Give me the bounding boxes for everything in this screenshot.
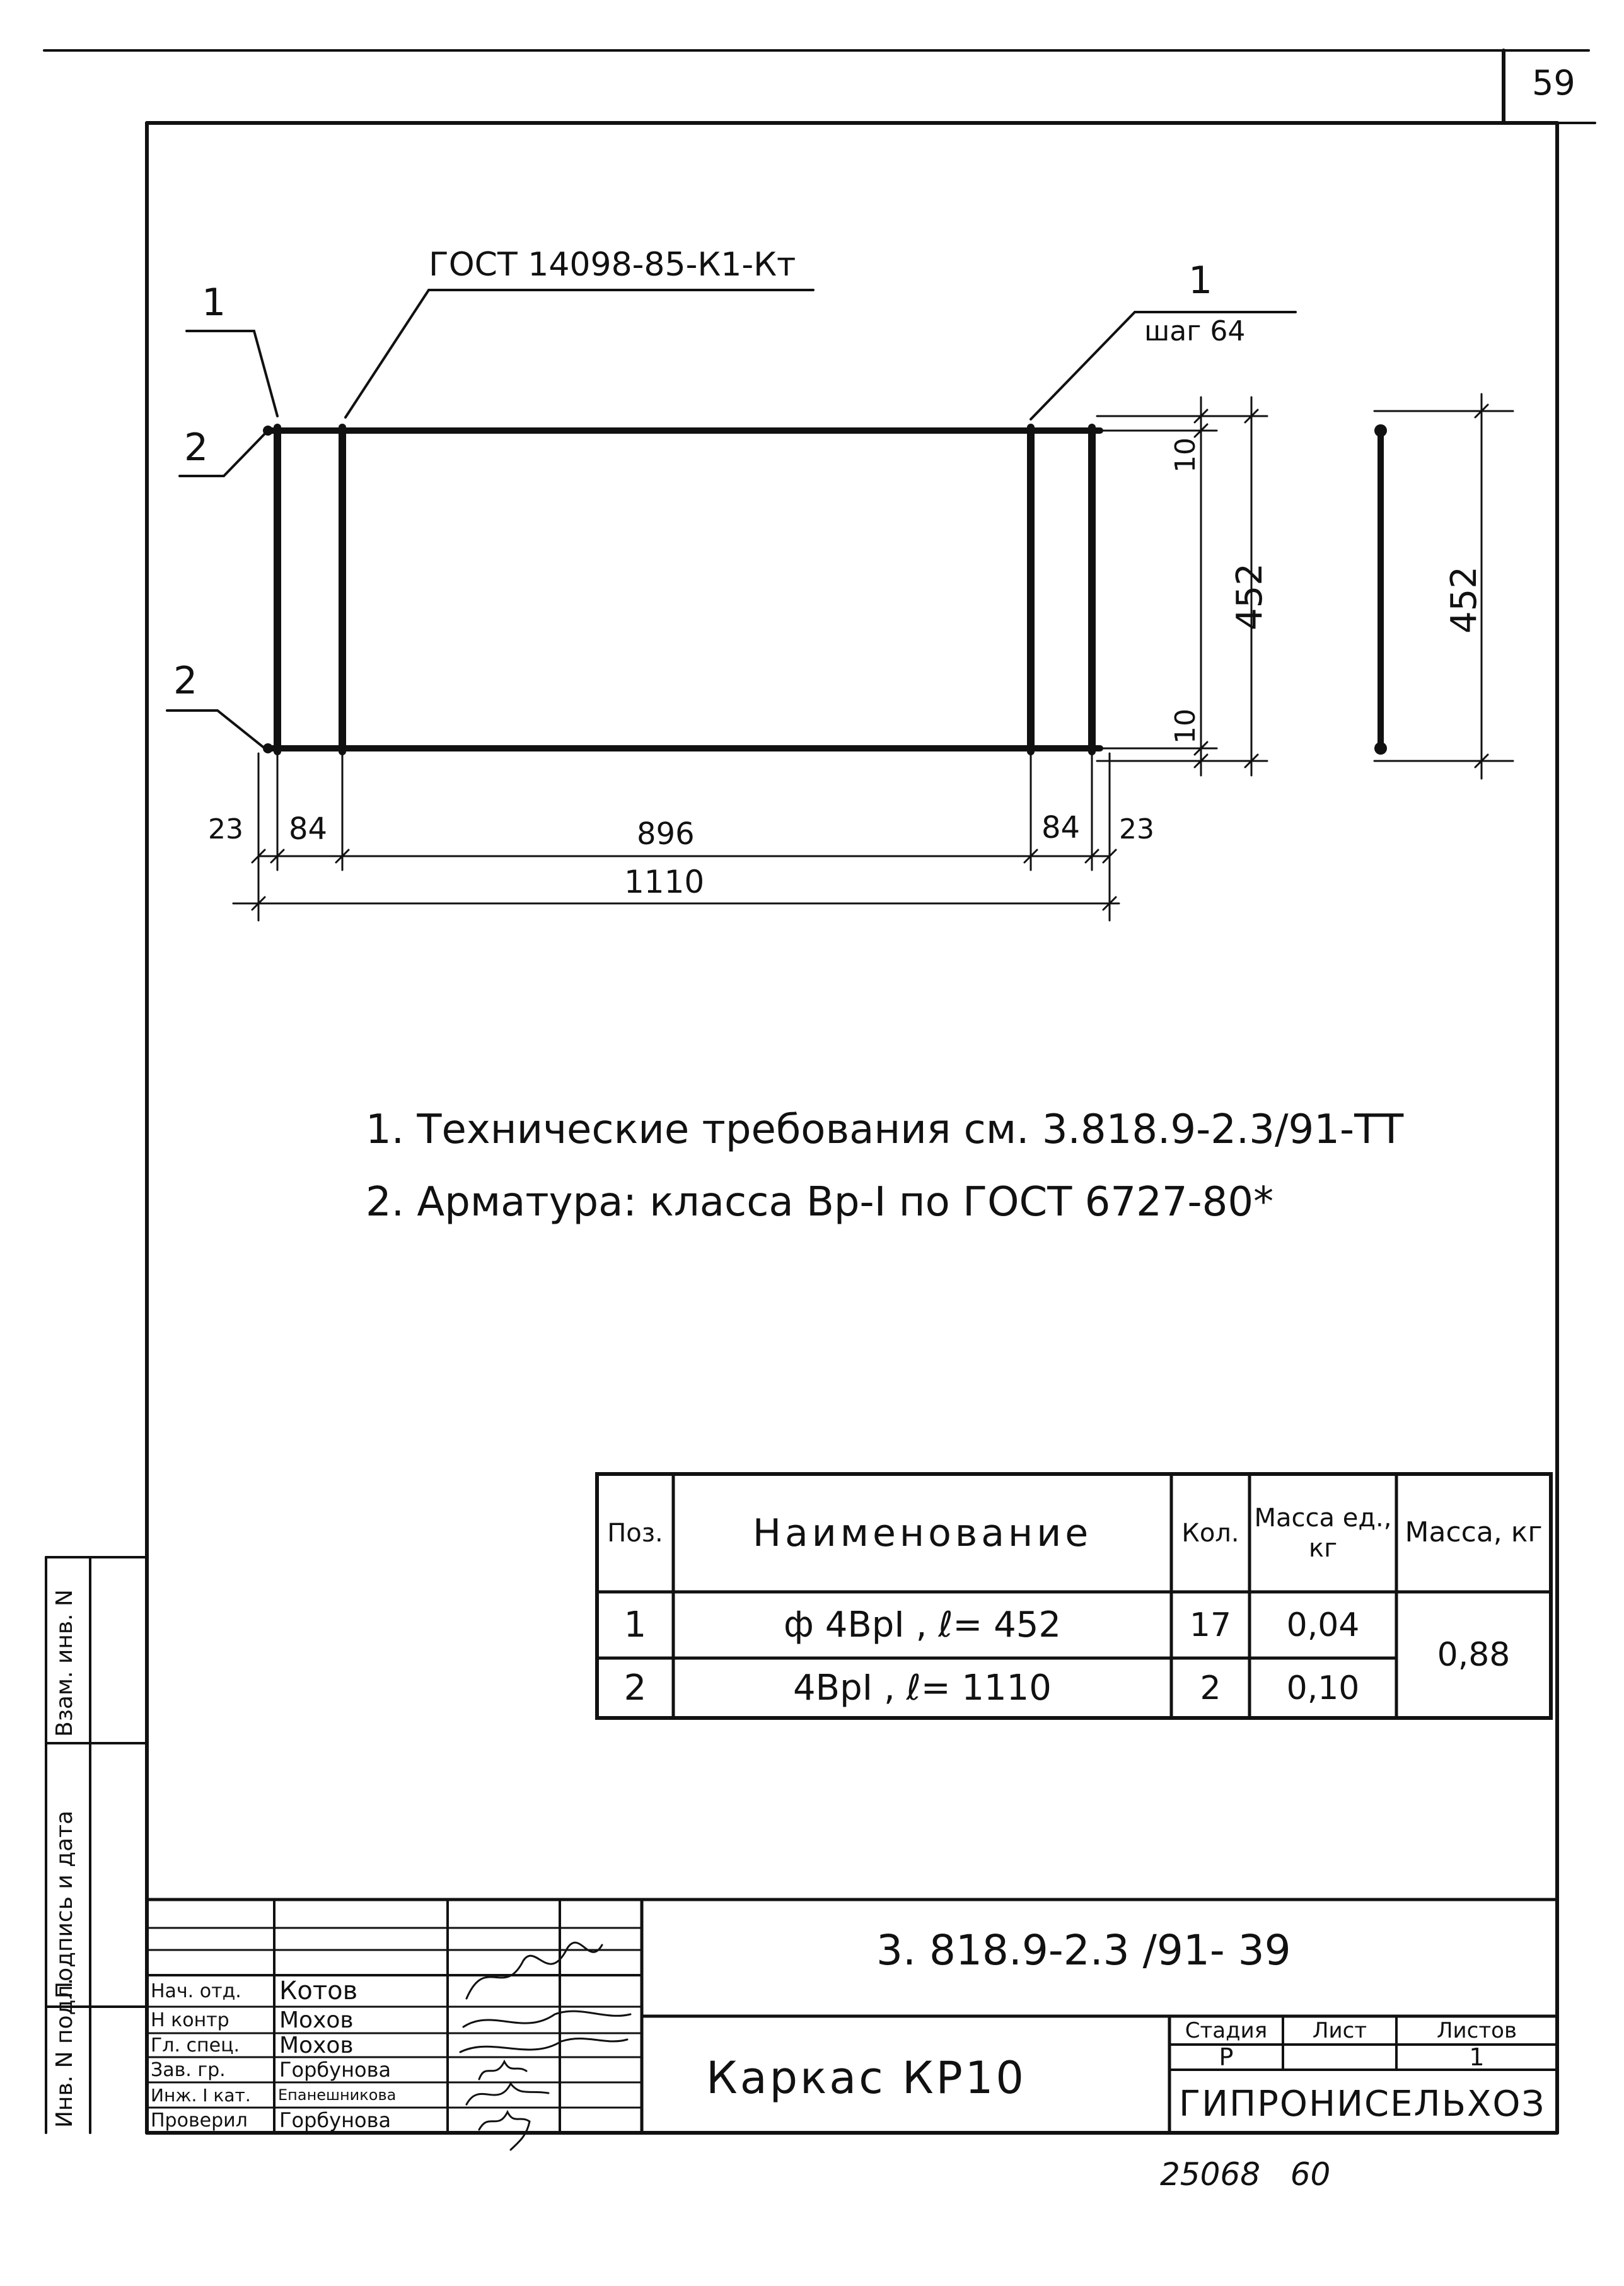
stage-value: Р: [1219, 2043, 1234, 2071]
staff-name: Горбунова: [279, 2108, 392, 2132]
staff-role: Проверил: [151, 2109, 248, 2132]
callout-pos1-left: 1: [202, 281, 226, 325]
note-1: 1. Технические требования см. 3.818.9-2.…: [366, 1106, 1404, 1153]
dim-10-top: 10: [1169, 438, 1202, 473]
callout-pos1-right: 1: [1188, 258, 1213, 303]
row1-name: ф 4ВрI , ℓ= 452: [784, 1604, 1061, 1645]
staff-role: Нач. отд.: [151, 1980, 241, 2002]
staff-role: Инж. I кат.: [151, 2084, 251, 2106]
sheets-value: 1: [1469, 2043, 1485, 2071]
note-2: 2. Арматура: класса Вр-I по ГОСТ 6727-80…: [366, 1179, 1274, 1226]
row1-mass-unit: 0,04: [1286, 1606, 1360, 1644]
callout-pos2-bottom: 2: [173, 659, 198, 703]
staff-role: Гл. спец.: [151, 2034, 240, 2057]
staff-role: Н контр: [151, 2009, 229, 2031]
staff-role: Зав. гр.: [151, 2058, 226, 2081]
row2-name: 4ВрI , ℓ= 1110: [793, 1668, 1052, 1709]
dim-84-right: 84: [1041, 810, 1081, 845]
side-stamp-inv-podl: Инв. N подл.: [52, 1978, 78, 2128]
dim-1110: 1110: [624, 864, 705, 900]
dim-23-left: 23: [208, 813, 243, 845]
side-stamp-vzam-inv: Взам. инв. N: [52, 1589, 78, 1737]
staff-name: Горбунова: [279, 2058, 392, 2082]
th-qty: Кол.: [1181, 1518, 1239, 1548]
th-pos: Поз.: [607, 1518, 663, 1548]
th-mass-total: Масса, кг: [1405, 1516, 1543, 1549]
dim-84-left: 84: [289, 811, 328, 847]
dim-23-right: 23: [1119, 813, 1154, 845]
organization: ГИПРОНИСЕЛЬХОЗ: [1179, 2084, 1546, 2125]
gost-callout: ГОСТ 14098-85-К1-Кт: [429, 246, 796, 284]
callout-pos2-top: 2: [184, 426, 209, 470]
dim-896: 896: [637, 816, 695, 852]
step-callout: шаг 64: [1144, 315, 1246, 347]
sheets-label: Листов: [1436, 2017, 1517, 2043]
dim-10-bottom: 10: [1169, 709, 1202, 744]
staff-name: Мохов: [279, 2007, 354, 2033]
sheet-label: Лист: [1312, 2017, 1367, 2043]
doc-code: 3. 818.9-2.3 /91- 39: [876, 1926, 1291, 1975]
staff-name: Мохов: [279, 2032, 354, 2058]
dim-452-main: 452: [1229, 563, 1270, 630]
row2-pos: 2: [624, 1668, 647, 1709]
archive-number: 25068 60: [1160, 2156, 1331, 2193]
row2-qty: 2: [1200, 1669, 1221, 1707]
row2-mass-unit: 0,10: [1286, 1669, 1360, 1707]
row1-qty: 17: [1189, 1606, 1232, 1644]
staff-name: Епанешникова: [278, 2086, 397, 2104]
row1-pos: 1: [624, 1604, 647, 1645]
stage-label: Стадия: [1185, 2017, 1268, 2043]
staff-name: Котов: [279, 1976, 358, 2005]
th-name: Наименование: [752, 1511, 1093, 1555]
side-stamp-podpis-data: Подпись и дата: [52, 1810, 78, 1999]
dim-452-side: 452: [1444, 566, 1485, 634]
th-mass-unit: Масса ед., кг: [1254, 1503, 1392, 1563]
mass-total-value: 0,88: [1437, 1636, 1511, 1674]
drawing-title: Каркас КР10: [706, 2052, 1026, 2104]
page-number: 59: [1532, 63, 1575, 103]
